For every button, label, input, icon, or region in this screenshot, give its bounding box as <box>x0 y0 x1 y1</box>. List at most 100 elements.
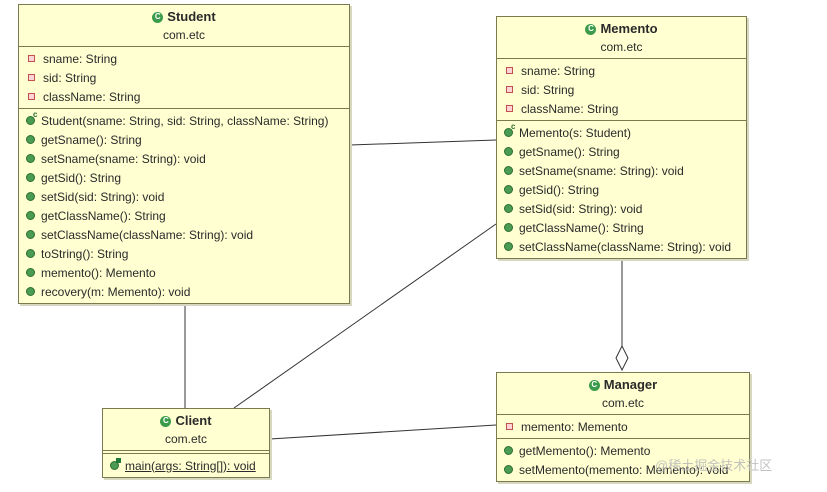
private-field-icon <box>506 86 513 93</box>
association-client-manager <box>269 424 497 440</box>
method-row: getSid(): String <box>19 168 349 187</box>
private-field-icon <box>506 105 513 112</box>
class-name: Client <box>175 413 212 428</box>
method-text: setSid(sid: String): void <box>41 189 165 204</box>
public-method-icon <box>26 287 35 296</box>
method-row: getSname(): String <box>497 142 746 161</box>
public-method-icon <box>26 154 35 163</box>
attribute-row: sname: String <box>497 61 746 80</box>
public-method-icon <box>504 465 513 474</box>
method-row: toString(): String <box>19 244 349 263</box>
private-field-icon <box>28 93 35 100</box>
attribute-text: className: String <box>43 89 141 104</box>
attribute-row: sname: String <box>19 49 349 68</box>
method-text: getSid(): String <box>41 170 122 185</box>
attribute-text: sname: String <box>521 63 596 78</box>
method-text: main(args: String[]): void <box>125 458 256 473</box>
method-row: getClassName(): String <box>19 206 349 225</box>
private-field-icon <box>506 67 513 74</box>
method-text: getSname(): String <box>519 144 620 159</box>
class-name: Student <box>167 9 216 24</box>
method-row: setClassName(className: String): void <box>497 237 746 256</box>
public-method-icon <box>26 135 35 144</box>
private-field-icon <box>28 74 35 81</box>
method-text: getClassName(): String <box>41 208 166 223</box>
method-text: Memento(s: Student) <box>519 125 632 140</box>
method-text: getClassName(): String <box>519 220 644 235</box>
method-text: toString(): String <box>41 246 129 261</box>
public-method-icon <box>26 192 35 201</box>
method-row: setClassName(className: String): void <box>19 225 349 244</box>
public-method-icon <box>26 249 35 258</box>
method-row: Memento(s: Student) <box>497 122 746 142</box>
methods-section: Student(sname: String, sid: String, clas… <box>19 108 349 303</box>
constructor-icon <box>504 122 515 137</box>
method-text: setClassName(className: String): void <box>519 239 732 254</box>
attribute-text: sname: String <box>43 51 118 66</box>
method-row: main(args: String[]): void <box>103 456 269 475</box>
class-icon: C <box>585 23 597 35</box>
method-text: memento(): Memento <box>41 265 156 280</box>
class-package: com.etc <box>601 396 644 410</box>
aggregation-diamond <box>615 344 629 372</box>
watermark: @稀土掘金技术社区 <box>655 458 773 473</box>
attribute-row: className: String <box>497 99 746 118</box>
methods-section: getMemento(): Memento setMemento(memento… <box>497 438 749 481</box>
attributes-section: memento: Memento <box>497 415 749 438</box>
method-row: getMemento(): Memento <box>497 441 749 460</box>
method-row: recovery(m: Memento): void <box>19 282 349 301</box>
public-method-icon <box>26 173 35 182</box>
method-text: Student(sname: String, sid: String, clas… <box>41 113 329 128</box>
method-row: setSid(sid: String): void <box>19 187 349 206</box>
method-row: memento(): Memento <box>19 263 349 282</box>
public-method-icon <box>504 242 513 251</box>
attributes-section: sname: String sid: String className: Str… <box>19 47 349 108</box>
method-row: Student(sname: String, sid: String, clas… <box>19 110 349 130</box>
method-row: setMemento(memento: Memento): void <box>497 460 749 479</box>
public-method-icon <box>504 147 513 156</box>
association-client-memento <box>233 223 497 409</box>
method-text: getSname(): String <box>41 132 142 147</box>
public-method-icon <box>504 166 513 175</box>
public-method-icon <box>26 268 35 277</box>
method-text: setSname(sname: String): void <box>41 151 206 166</box>
class-icon: C <box>160 415 172 427</box>
class-name: Memento <box>600 21 658 36</box>
attribute-row: sid: String <box>497 80 746 99</box>
class-icon: C <box>152 11 164 23</box>
association-student-memento <box>349 139 497 146</box>
method-text: getMemento(): Memento <box>519 443 651 458</box>
attribute-text: className: String <box>521 101 619 116</box>
method-text: setSname(sname: String): void <box>519 163 684 178</box>
private-field-icon <box>506 423 513 430</box>
attributes-section: sname: String sid: String className: Str… <box>497 59 746 120</box>
public-method-icon <box>504 223 513 232</box>
static-method-icon <box>110 458 121 470</box>
public-method-icon <box>26 211 35 220</box>
methods-section: main(args: String[]): void <box>103 453 269 477</box>
attribute-text: memento: Memento <box>521 419 628 434</box>
attribute-row: memento: Memento <box>497 417 749 436</box>
class-name: Manager <box>603 377 658 392</box>
method-row: setSname(sname: String): void <box>497 161 746 180</box>
class-package: com.etc <box>600 40 643 54</box>
public-method-icon <box>504 204 513 213</box>
class-package: com.etc <box>162 28 205 42</box>
public-method-icon <box>504 185 513 194</box>
attribute-row: className: String <box>19 87 349 106</box>
method-row: getSname(): String <box>19 130 349 149</box>
methods-section: Memento(s: Student) getSname(): String s… <box>497 120 746 258</box>
method-row: getSid(): String <box>497 180 746 199</box>
private-field-icon <box>28 55 35 62</box>
attribute-row: sid: String <box>19 68 349 87</box>
attribute-text: sid: String <box>43 70 97 85</box>
